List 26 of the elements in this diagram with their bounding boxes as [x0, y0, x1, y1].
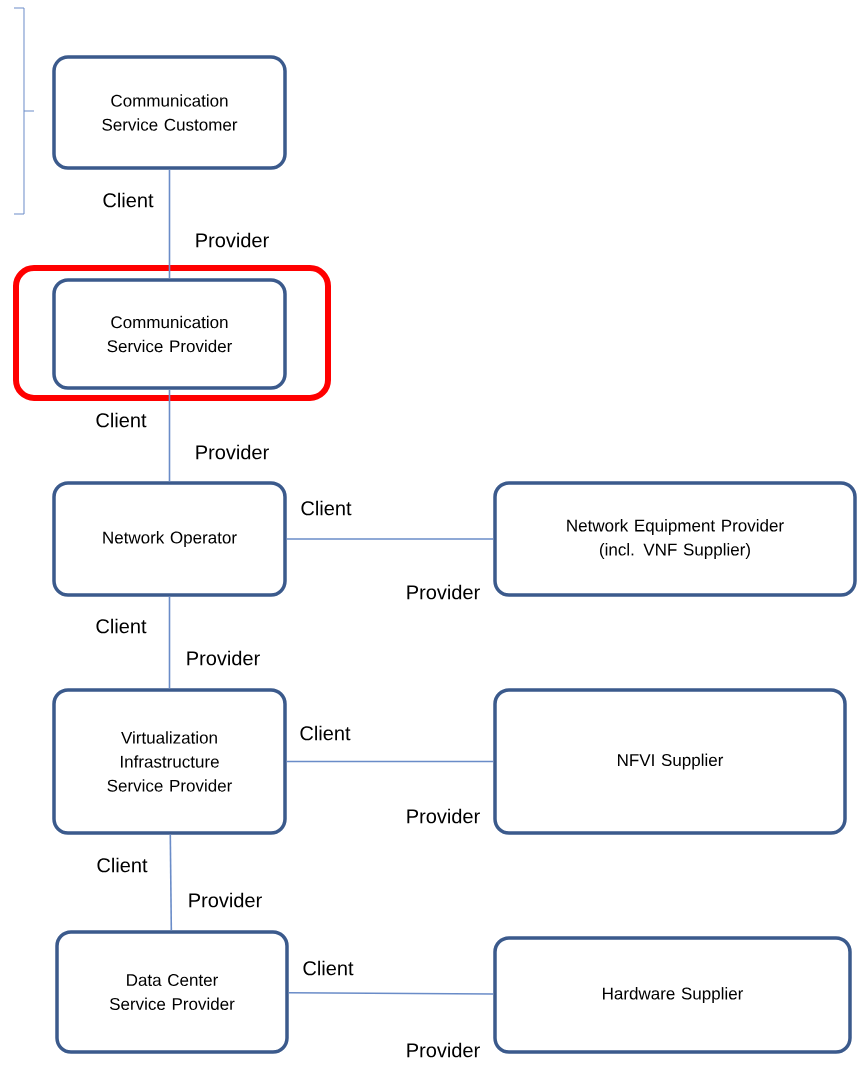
process-box: NFVI Supplier — [493, 688, 847, 835]
process-box: Network Operator — [52, 481, 287, 597]
connector-line — [169, 833, 173, 932]
role-label: Provider — [196, 444, 269, 460]
connector-line — [168, 388, 171, 483]
process-box: Network Equipment Provider (incl. VNF Supplier) — [493, 481, 857, 597]
connector-line — [168, 595, 171, 690]
process-box: Communication Service Customer — [52, 55, 287, 170]
process-box: Hardware Supplier — [493, 936, 852, 1054]
connector-line — [168, 168, 171, 280]
role-label: Client — [96, 412, 147, 428]
connector-line — [287, 991, 495, 995]
role-label: Provider — [407, 584, 480, 600]
connector-line — [285, 538, 495, 540]
role-label: Client — [97, 857, 148, 873]
role-label: Provider — [187, 650, 260, 666]
role-label: Provider — [189, 892, 262, 908]
role-label: Client — [96, 618, 147, 634]
process-box: Virtualization Infrastructure Service Provider — [52, 688, 287, 835]
role-label: Provider — [196, 232, 269, 248]
role-label: Provider — [407, 1042, 480, 1058]
connector-line — [285, 760, 495, 763]
process-box: Communication Service Provider — [52, 278, 287, 390]
process-box: Data Center Service Provider — [55, 930, 289, 1054]
role-label: Client — [303, 960, 354, 976]
role-label: Client — [103, 192, 154, 208]
